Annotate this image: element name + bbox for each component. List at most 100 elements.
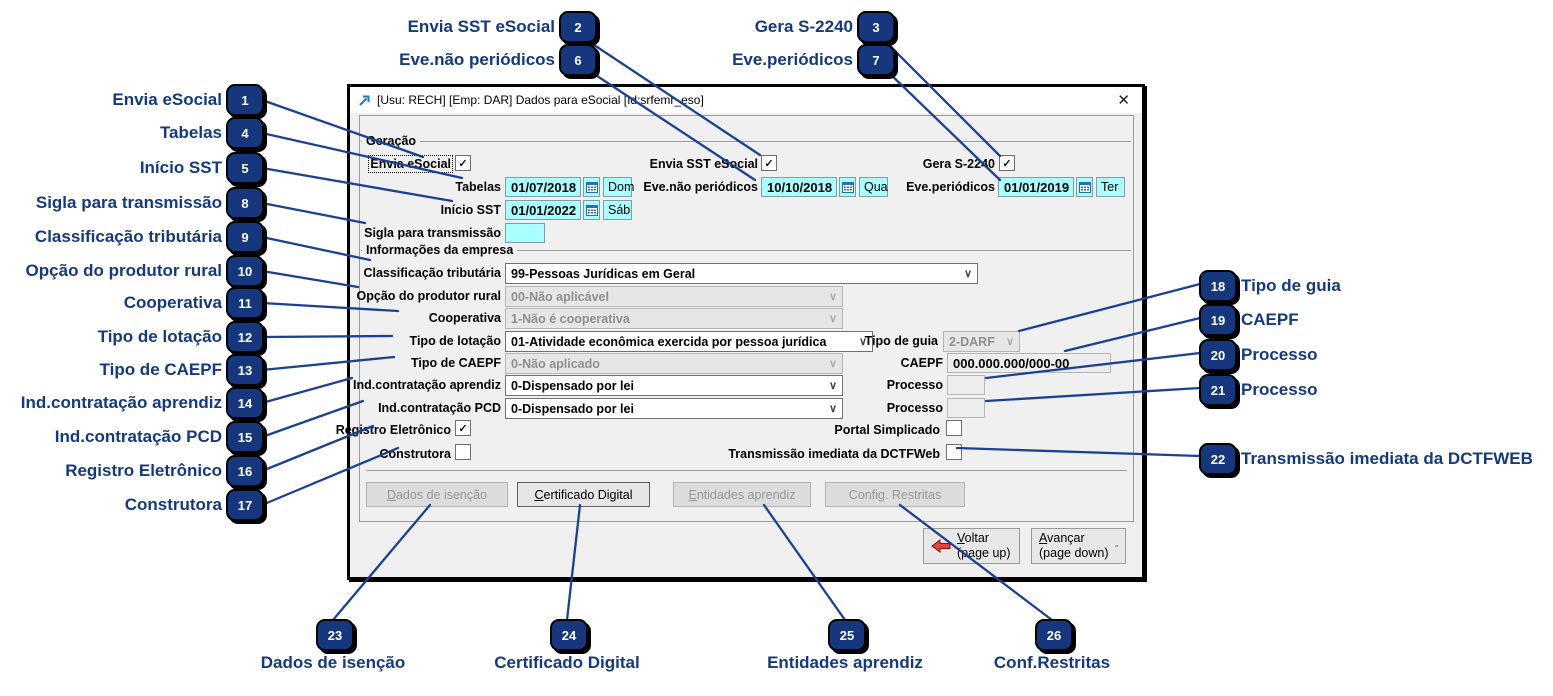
tipo-caepf-select: 0-Não aplicado ∨	[505, 353, 843, 374]
cooperativa-select: 1-Não é cooperativa∨	[505, 308, 843, 329]
tabelas-date-input[interactable]: 01/07/2018	[505, 177, 581, 197]
construtora-checkbox[interactable]	[455, 444, 471, 460]
tipo-guia-value: 2-DARF	[949, 334, 995, 349]
annotation-badge: 11	[226, 287, 264, 319]
envia-esocial-checkbox[interactable]: ✓	[455, 155, 471, 171]
annotation-badge: 21	[1199, 374, 1237, 406]
annotation-badge: 22	[1199, 443, 1237, 475]
sigla-label: Sigla para transmissão	[364, 226, 501, 240]
green-right-arrow-icon	[1114, 544, 1118, 548]
registro-eletronico-checkbox[interactable]: ✓	[455, 420, 471, 436]
annotation-badge: 4	[226, 117, 264, 149]
inicio-sst-date-input[interactable]: 01/01/2022	[505, 200, 581, 220]
classificacao-select[interactable]: 99-Pessoas Jurídicas em Geral ∨	[505, 263, 978, 284]
inicio-sst-calendar-button[interactable]	[583, 200, 600, 220]
esocial-dialog: [Usu: RECH] [Emp: DAR] Dados para eSocia…	[336, 84, 1145, 580]
annotation-badge: 1	[226, 84, 264, 116]
annotation-badge: 25	[828, 619, 866, 651]
chevron-down-icon: ∨	[963, 268, 972, 280]
annotation-conf-restritas: Conf.Restritas	[993, 653, 1111, 672]
annotation-label: CAEPF	[1241, 310, 1299, 329]
processo2-field	[947, 398, 985, 418]
ind-aprendiz-value: 0-Dispensado por lei	[511, 378, 634, 393]
config-restritas-button: Config. Restritas	[825, 482, 965, 507]
portal-simplicado-label: Portal Simplicado	[834, 423, 940, 437]
envia-sst-checkbox[interactable]: ✓	[761, 155, 777, 171]
avancar-button[interactable]: Avançar(page down)	[1031, 528, 1126, 564]
annotation-label: Ind.contratação aprendiz	[20, 393, 222, 412]
annotation-badge: 26	[1035, 619, 1073, 651]
chevron-down-icon: ∨	[828, 380, 837, 392]
eve-nao-periodicos-calendar-button[interactable]	[839, 177, 856, 197]
transmissao-dctfweb-checkbox[interactable]	[946, 444, 962, 460]
gera-s2240-checkbox[interactable]: ✓	[999, 155, 1015, 171]
annotation-badge: 20	[1199, 339, 1237, 371]
tipo-caepf-label: Tipo de CAEPF	[410, 356, 501, 370]
annotation-label: Construtora	[124, 495, 222, 514]
annotation-label: Registro Eletrônico	[65, 461, 222, 480]
certificado-digital-button[interactable]: Certificado Digital	[517, 482, 650, 507]
annotation-label: Opção do produtor rural	[25, 261, 222, 280]
processo1-label: Processo	[886, 378, 943, 392]
voltar-button[interactable]: Voltar(page up)	[923, 528, 1020, 564]
entidades-aprendiz-button: Entidades aprendiz	[673, 482, 811, 507]
check-mark: ✓	[1002, 157, 1012, 170]
annotation-label: Classificação tributária	[34, 227, 222, 246]
annotation-label: Tipo de lotação	[97, 327, 222, 346]
ind-pcd-select[interactable]: 0-Dispensado por lei∨	[505, 398, 843, 419]
eve-periodicos-date-input[interactable]: 01/01/2019	[998, 177, 1074, 197]
tabelas-calendar-button[interactable]	[583, 177, 600, 197]
annotation-label: Envia SST eSocial	[407, 17, 555, 36]
produtor-rural-value: 00-Não aplicável	[511, 289, 609, 304]
annotation-badge: 7	[857, 44, 895, 76]
annotation-badge: 2	[559, 11, 597, 43]
caepf-label: CAEPF	[900, 356, 943, 370]
annotation-dados-isencao: Dados de isenção	[260, 653, 406, 672]
annotation-badge: 24	[550, 619, 588, 651]
chevron-down-icon: ∨	[828, 313, 837, 325]
ind-pcd-value: 0-Dispensado por lei	[511, 401, 634, 416]
ind-pcd-label: Ind.contratação PCD	[378, 401, 501, 415]
construtora-label: Construtora	[379, 447, 451, 461]
annotation-label: Tipo de CAEPF	[99, 360, 222, 379]
portal-simplicado-checkbox[interactable]	[946, 420, 962, 436]
eve-periodicos-calendar-button[interactable]	[1076, 177, 1093, 197]
eve-nao-periodicos-weekday: Qua	[859, 177, 888, 197]
check-mark: ✓	[458, 157, 468, 170]
annotation-badge: 18	[1199, 270, 1237, 302]
ind-aprendiz-select[interactable]: 0-Dispensado por lei ∨	[505, 375, 843, 396]
classificacao-value: 99-Pessoas Jurídicas em Geral	[511, 266, 696, 281]
tipo-lotacao-select[interactable]: 01-Atividade econômica exercida por pess…	[505, 331, 873, 352]
tabelas-weekday: Dom	[603, 177, 634, 197]
sigla-input[interactable]	[505, 223, 545, 243]
dados-isencao-button: Dados de isenção	[366, 482, 508, 507]
produtor-rural-select: 00-Não aplicável∨	[505, 286, 843, 307]
close-icon[interactable]: ✕	[1117, 92, 1130, 109]
annotation-label: Tipo de guia	[1241, 276, 1341, 295]
annotation-label: Eve.periódicos	[732, 50, 853, 69]
caepf-field: 000.000.000/000-00	[947, 353, 1111, 373]
avancar-sublabel: (page down)	[1039, 546, 1109, 560]
chevron-down-icon: ∨	[1005, 336, 1014, 348]
voltar-sublabel: (page up)	[957, 546, 1011, 560]
annotation-label: Tabelas	[159, 123, 222, 142]
tipo-caepf-value: 0-Não aplicado	[511, 356, 600, 371]
chevron-down-icon: ∨	[828, 358, 837, 370]
eve-nao-periodicos-date-input[interactable]: 10/10/2018	[761, 177, 837, 197]
annotation-badge: 19	[1199, 304, 1237, 336]
annotation-badge: 5	[226, 152, 264, 184]
annotation-label: Cooperativa	[123, 293, 222, 312]
annotation-label: Envia eSocial	[112, 90, 222, 109]
